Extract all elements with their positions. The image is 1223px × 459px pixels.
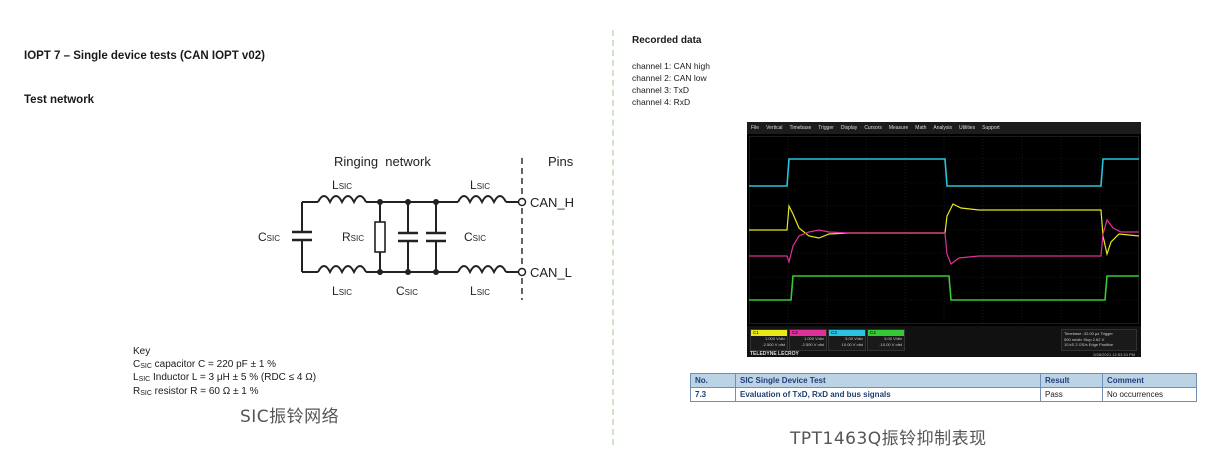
scope-menu-item: File [751, 125, 760, 131]
right-panel: Recorded data channel 1: CAN high channe… [616, 0, 1223, 459]
right-caption: TPT1463Q振铃抑制表现 [790, 429, 987, 449]
inductor-bottom-right [457, 265, 507, 275]
resistor [374, 221, 386, 253]
scope-menu-item: Utilities [959, 125, 976, 131]
svg-text:LSIC: LSIC [470, 284, 490, 298]
trace-txd [749, 158, 1139, 187]
result-table: No. SIC Single Device Test Result Commen… [690, 373, 1197, 402]
table-header: Comment [1102, 373, 1197, 388]
scope-menu-item: Math [915, 125, 927, 131]
subsection-title: Test network [24, 94, 95, 106]
pin-can-l [517, 267, 527, 277]
key-capacitor: CSIC capacitor C = 220 pF ± 1 % [133, 358, 277, 370]
scope-timestamp: 5/26/2021 12:53:34 PM [1093, 352, 1135, 357]
inductor-top-left [317, 195, 367, 205]
table-header: Result [1040, 373, 1103, 388]
scope-menu-item: Timebase [789, 125, 812, 131]
table-header-row: No. SIC Single Device Test Result Commen… [690, 373, 1197, 388]
table-cell: Evaluation of TxD, RxD and bus signals [735, 387, 1041, 402]
svg-text:LSIC: LSIC [332, 284, 352, 298]
scope-menu-item: Analysis [933, 125, 953, 131]
sic-circuit-diagram: Ringing network Pins [258, 154, 574, 300]
table-header: SIC Single Device Test [735, 373, 1041, 388]
section-title: IOPT 7 – Single device tests (CAN IOPT v… [24, 50, 265, 62]
trace-rxd [749, 275, 1139, 301]
pin-can-h [517, 197, 527, 207]
svg-text:CSIC: CSIC [464, 230, 486, 244]
pins-label: Pins [548, 154, 574, 169]
inductor-top-right [457, 195, 507, 205]
svg-text:RSIC: RSIC [342, 230, 364, 244]
scope-menu-bar: File Vertical Timebase Trigger Display C… [747, 122, 1141, 134]
trace-can-low [749, 218, 1139, 265]
scope-timebase-box: Timebase -32.00 μs Trigger 500 ns/div St… [1061, 329, 1137, 351]
key-title: Key [133, 346, 151, 357]
channel-item: channel 1: CAN high [632, 61, 710, 71]
scope-menu-item: Cursors [864, 125, 882, 131]
can-l-label: CAN_L [530, 265, 572, 280]
channel-item: channel 2: CAN low [632, 73, 707, 83]
oscilloscope-screenshot: File Vertical Timebase Trigger Display C… [747, 122, 1141, 357]
svg-text:LSIC: LSIC [470, 178, 490, 192]
scope-menu-item: Trigger [818, 125, 834, 131]
left-panel: IOPT 7 – Single device tests (CAN IOPT v… [24, 50, 574, 427]
scope-menu-item: Measure [888, 125, 909, 131]
scope-channel-c2: C2 1.000 V/div -2.500 V ofst [789, 329, 827, 351]
scope-brand-logo: TELEDYNE LECROY [750, 351, 799, 357]
svg-text:CSIC: CSIC [258, 230, 280, 244]
table-cell: Pass [1040, 387, 1103, 402]
trace-can-high [749, 203, 1139, 257]
scope-menu-item: Vertical [766, 125, 783, 131]
left-caption: SIC振铃网络 [240, 407, 340, 427]
table-row: 7.3 Evaluation of TxD, RxD and bus signa… [690, 387, 1197, 402]
panel-divider [612, 30, 614, 445]
inductor-bottom-left [317, 265, 367, 275]
scope-status-bar: C1 1.000 V/div -2.500 V ofst C2 1.000 V/… [747, 326, 1141, 357]
recorded-data-title: Recorded data [632, 35, 702, 46]
table-header: No. [690, 373, 736, 388]
scope-menu-item: Display [840, 125, 858, 131]
svg-text:CSIC: CSIC [396, 284, 418, 298]
component-key: Key CSIC capacitor C = 220 pF ± 1 % LSIC… [133, 346, 316, 399]
channel-list: channel 1: CAN high channel 2: CAN low c… [632, 60, 710, 108]
key-resistor: RSIC resistor R = 60 Ω ± 1 % [133, 385, 259, 397]
scope-waveform-area [749, 136, 1139, 324]
can-h-label: CAN_H [530, 195, 574, 210]
key-inductor: LSIC Inductor L = 3 μH ± 5 % (RDC ≤ 4 Ω) [133, 372, 317, 383]
scope-menu-item: Support [982, 125, 1000, 131]
table-cell: No occurrences [1102, 387, 1197, 402]
ringing-network-label: Ringing network [334, 154, 431, 169]
scope-channel-c4: C4 5.00 V/div -10.00 V ofst [867, 329, 905, 351]
channel-item: channel 3: TxD [632, 85, 690, 95]
channel-item: channel 4: RxD [632, 97, 691, 107]
scope-channel-c1: C1 1.000 V/div -2.500 V ofst [750, 329, 788, 351]
svg-text:LSIC: LSIC [332, 178, 352, 192]
table-cell: 7.3 [690, 387, 736, 402]
scope-channel-c3: C3 5.00 V/div 10.00 V ofst [828, 329, 866, 351]
